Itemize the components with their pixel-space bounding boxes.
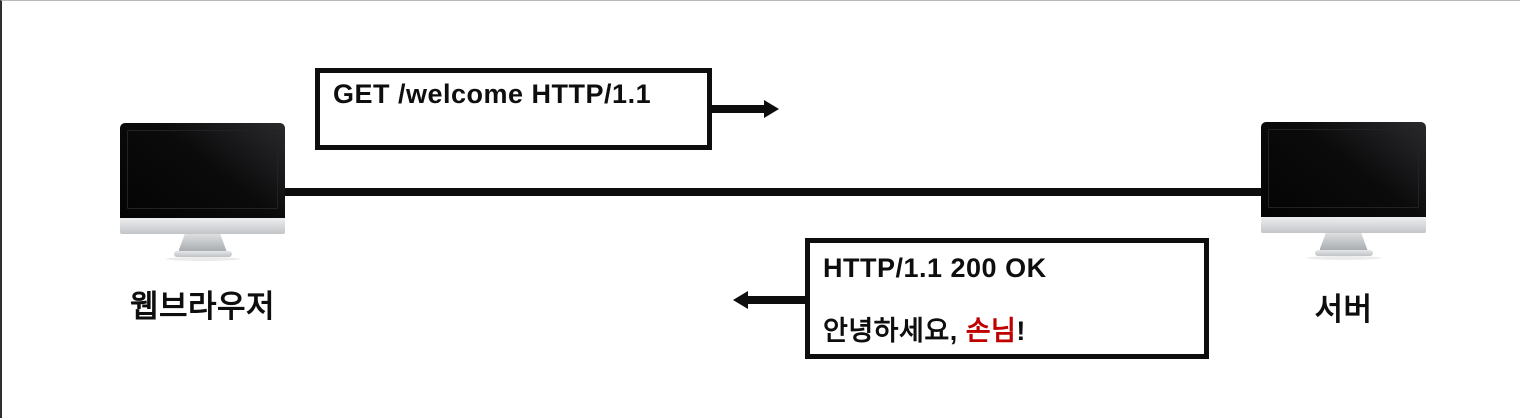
monitor-base <box>165 251 240 261</box>
connection-line <box>267 188 1277 196</box>
monitor-stand <box>178 234 227 251</box>
request-arrow-right-icon <box>709 100 779 118</box>
request-line: GET /welcome HTTP/1.1 <box>333 79 652 109</box>
response-body-line: 안녕하세요, 손님! <box>823 315 1194 347</box>
response-message-box: HTTP/1.1 200 OK 안녕하세요, 손님! <box>805 238 1209 359</box>
monitor-screen <box>1261 122 1426 217</box>
monitor-screen <box>120 123 285 218</box>
monitor-chin <box>1261 217 1426 233</box>
server-label: 서버 <box>1314 292 1373 327</box>
server-monitor-icon <box>1261 122 1426 260</box>
response-guest-name: 손님 <box>965 316 1017 347</box>
monitor-screen-inner <box>127 130 278 209</box>
monitor-base <box>1306 250 1381 260</box>
response-greeting-prefix: 안녕하세요, <box>823 316 966 347</box>
arrow-shaft <box>709 105 765 113</box>
response-status-line: HTTP/1.1 200 OK <box>823 253 1047 283</box>
arrow-shaft <box>746 296 805 304</box>
request-message-box: GET /welcome HTTP/1.1 <box>315 68 712 150</box>
client-label: 웹브라우저 <box>129 289 276 324</box>
arrow-head <box>733 291 748 309</box>
response-greeting-suffix: ! <box>1016 316 1026 347</box>
arrow-head <box>764 100 779 118</box>
monitor-chin <box>120 218 285 234</box>
response-arrow-left-icon <box>733 291 805 309</box>
monitor-stand <box>1319 233 1368 250</box>
client-monitor-icon <box>120 123 285 261</box>
monitor-screen-inner <box>1268 129 1419 208</box>
